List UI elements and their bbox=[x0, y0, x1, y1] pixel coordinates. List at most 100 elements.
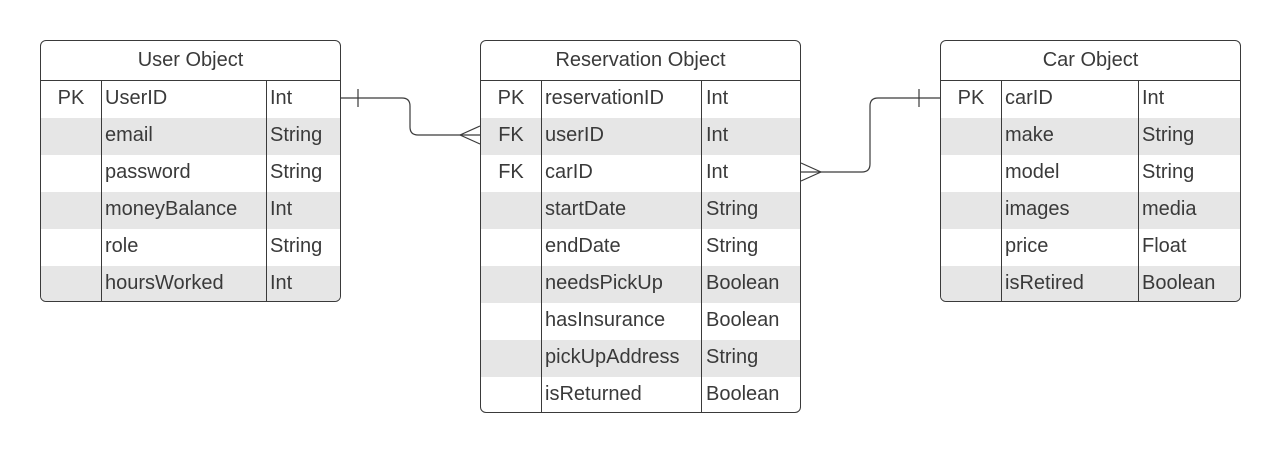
field-type: String bbox=[706, 198, 759, 220]
key-label bbox=[41, 266, 101, 301]
key-label bbox=[481, 377, 541, 412]
field-name: moneyBalance bbox=[105, 198, 238, 220]
field-type: Boolean bbox=[706, 272, 780, 294]
field-name: images bbox=[1005, 198, 1070, 220]
user-field-row: role String bbox=[41, 229, 340, 266]
key-label bbox=[41, 155, 101, 192]
user-field-row: email String bbox=[41, 118, 340, 155]
field-type: String bbox=[270, 124, 323, 146]
field-name: userID bbox=[545, 124, 604, 146]
user-field-row: moneyBalance Int bbox=[41, 192, 340, 229]
reservation-field-row: startDate String bbox=[481, 192, 800, 229]
car-field-row: isRetired Boolean bbox=[941, 266, 1240, 301]
key-label bbox=[481, 340, 541, 377]
field-type: media bbox=[1142, 198, 1197, 220]
field-type: String bbox=[270, 235, 323, 257]
field-name: price bbox=[1005, 235, 1049, 257]
field-name: isReturned bbox=[545, 383, 642, 405]
field-name: model bbox=[1005, 161, 1060, 183]
key-label bbox=[941, 266, 1001, 301]
field-type: Int bbox=[270, 272, 293, 294]
field-name: email bbox=[105, 124, 153, 146]
crowsfoot-bottom bbox=[800, 171, 822, 182]
car-field-row: price Float bbox=[941, 229, 1240, 266]
field-name: hasInsurance bbox=[545, 309, 666, 331]
key-label bbox=[941, 229, 1001, 266]
field-type: Int bbox=[706, 124, 729, 146]
field-name: UserID bbox=[105, 87, 168, 109]
field-type: Boolean bbox=[706, 309, 780, 331]
key-label: PK bbox=[497, 87, 525, 109]
user-key-divider bbox=[101, 81, 102, 301]
field-name: role bbox=[105, 235, 139, 257]
car-field-row: images media bbox=[941, 192, 1240, 229]
key-label bbox=[41, 192, 101, 229]
field-type: Int bbox=[270, 87, 293, 109]
key-label bbox=[41, 229, 101, 266]
key-label: FK bbox=[498, 124, 524, 146]
key-label bbox=[941, 192, 1001, 229]
field-type: String bbox=[270, 161, 323, 183]
user-type-divider bbox=[266, 81, 267, 301]
key-label bbox=[481, 266, 541, 303]
key-label bbox=[481, 229, 541, 266]
user-reservation-relationship bbox=[341, 89, 481, 145]
field-name: make bbox=[1005, 124, 1054, 146]
key-label bbox=[41, 118, 101, 155]
field-type: String bbox=[1142, 161, 1195, 183]
key-label bbox=[481, 192, 541, 229]
field-type: String bbox=[706, 346, 759, 368]
key-label: FK bbox=[498, 161, 524, 183]
crowsfoot-top bbox=[459, 125, 481, 136]
field-type: Float bbox=[1142, 235, 1187, 257]
field-name: needsPickUp bbox=[545, 272, 663, 294]
user-object-title: User Object bbox=[41, 41, 340, 81]
car-field-row: PK carID Int bbox=[941, 81, 1240, 118]
field-name: isRetired bbox=[1005, 272, 1084, 294]
field-name: pickUpAddress bbox=[545, 346, 680, 368]
car-type-divider bbox=[1138, 81, 1139, 301]
key-label bbox=[481, 303, 541, 340]
field-type: String bbox=[1142, 124, 1195, 146]
field-name: endDate bbox=[545, 235, 621, 257]
reservation-field-row: FK userID Int bbox=[481, 118, 800, 155]
field-name: carID bbox=[545, 161, 593, 183]
field-type: Int bbox=[270, 198, 293, 220]
field-type: Int bbox=[706, 87, 729, 109]
reservation-field-row: pickUpAddress String bbox=[481, 340, 800, 377]
car-field-row: make String bbox=[941, 118, 1240, 155]
car-reservation-relationship bbox=[800, 89, 940, 182]
user-field-row: password String bbox=[41, 155, 340, 192]
reservation-key-divider bbox=[541, 81, 542, 412]
key-label: PK bbox=[57, 87, 85, 109]
car-object-title: Car Object bbox=[941, 41, 1240, 81]
reservation-object-title: Reservation Object bbox=[481, 41, 800, 81]
reservation-field-row: isReturned Boolean bbox=[481, 377, 800, 412]
key-label: PK bbox=[957, 87, 985, 109]
field-name: hoursWorked bbox=[105, 272, 224, 294]
reservation-field-row: needsPickUp Boolean bbox=[481, 266, 800, 303]
crowsfoot-top bbox=[800, 162, 822, 173]
field-name: carID bbox=[1005, 87, 1053, 109]
car-reservation-line bbox=[801, 97, 940, 173]
key-label bbox=[941, 118, 1001, 155]
user-field-row: hoursWorked Int bbox=[41, 266, 340, 301]
field-name: reservationID bbox=[545, 87, 664, 109]
user-reservation-line bbox=[341, 97, 480, 136]
field-type: Boolean bbox=[1142, 272, 1216, 294]
reservation-field-row: PK reservationID Int bbox=[481, 81, 800, 118]
reservation-type-divider bbox=[701, 81, 702, 412]
field-name: password bbox=[105, 161, 191, 183]
field-type: Int bbox=[1142, 87, 1165, 109]
crowsfoot-bottom bbox=[459, 134, 481, 145]
field-name: startDate bbox=[545, 198, 627, 220]
field-type: Boolean bbox=[706, 383, 780, 405]
car-field-row: model String bbox=[941, 155, 1240, 192]
